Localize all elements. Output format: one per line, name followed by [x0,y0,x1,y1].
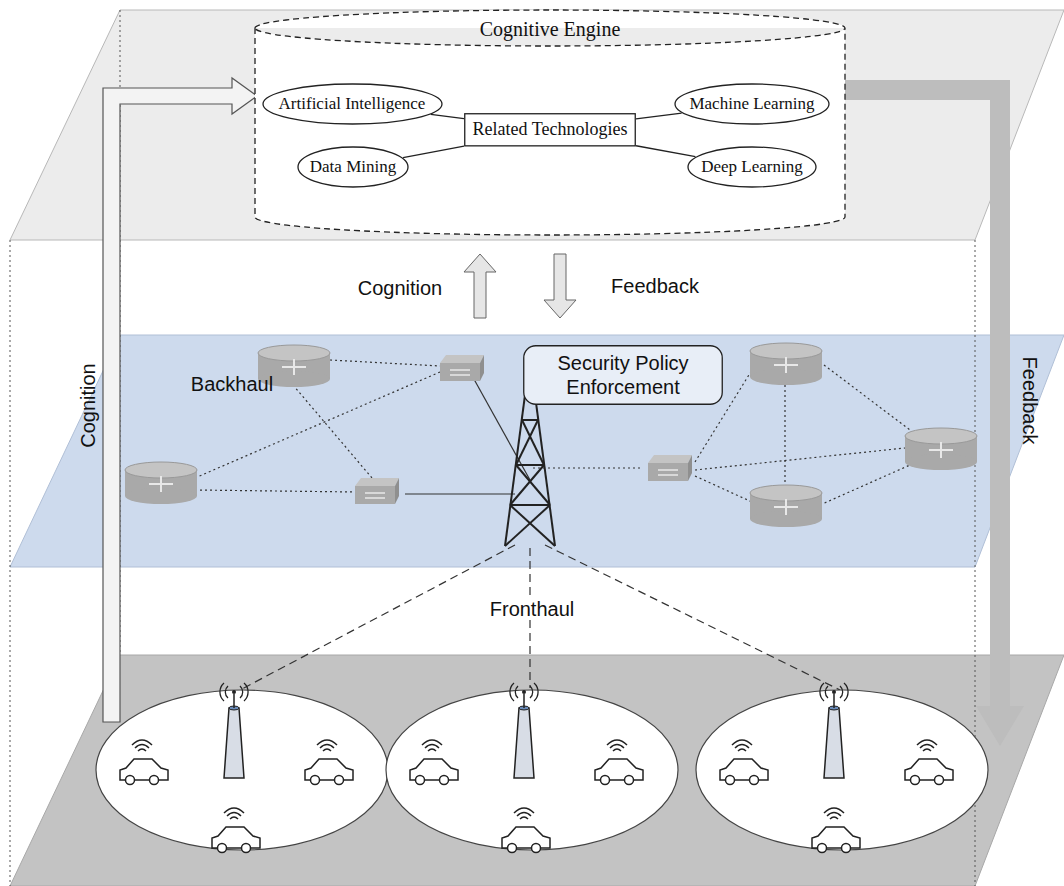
technology-ellipse: Deep Learning [687,146,817,188]
switch-symbol [355,478,399,504]
node-text: Related Technologies [472,119,628,141]
guide-lines [10,10,975,886]
car-symbol [120,740,168,785]
cell-area [386,690,678,850]
node-text: Deep Learning [701,157,802,177]
cell-area [96,690,388,850]
technology-ellipse: Machine Learning [674,83,830,125]
car-symbol [812,808,860,853]
policy-box: Security Policy Enforcement [523,345,723,405]
cognition-arrow [464,254,496,318]
layer-label: Feedback [611,275,699,298]
node-text: Security Policy Enforcement [531,351,715,399]
node-text: Cognitive Engine [255,18,845,41]
cognition-flow-arrow [103,78,257,722]
router-symbol [750,343,822,385]
car-symbol [305,740,353,785]
car-symbol [905,740,953,785]
car-symbol [502,808,550,853]
middle-plane [10,335,1064,567]
technology-link [636,146,695,157]
fronthaul-links [240,545,840,690]
antenna-symbol [220,683,248,778]
tower-links [405,372,530,494]
network-icons [96,343,988,853]
router-symbol [905,428,977,470]
technology-link [636,113,682,119]
router-symbol [750,485,822,527]
flow-label: Cognition [76,363,99,448]
feedback-arrow [544,254,576,318]
node-text: Data Mining [310,157,396,177]
car-symbol [595,740,643,785]
car-symbol [410,740,458,785]
car-symbol [212,808,260,853]
layer-label: Fronthaul [487,598,578,621]
switch-symbol [648,455,692,481]
layer-label: Cognition [358,277,443,300]
technology-link [431,114,464,118]
technology-link [403,146,464,157]
technology-ellipse: Data Mining [297,146,409,188]
car-symbol [720,740,768,785]
hub-box: Related Technologies [464,113,636,147]
bottom-plane [10,655,1064,886]
layer-label: Backhaul [191,373,273,396]
antenna-symbol [510,683,538,778]
feedback-arrow-head [976,706,1024,746]
node-text: Machine Learning [689,94,814,114]
cell-area [696,690,988,850]
technology-ellipse: Artificial Intelligence [262,83,443,125]
node-text: Artificial Intelligence [279,94,426,114]
antenna-symbol [820,683,848,778]
top-plane [10,10,1064,240]
router-symbol [125,462,197,504]
switch-symbol [440,355,484,381]
engine-cylinder: Cognitive EngineArtificial IntelligenceR… [255,10,845,235]
flow-label: Feedback [1019,356,1042,444]
